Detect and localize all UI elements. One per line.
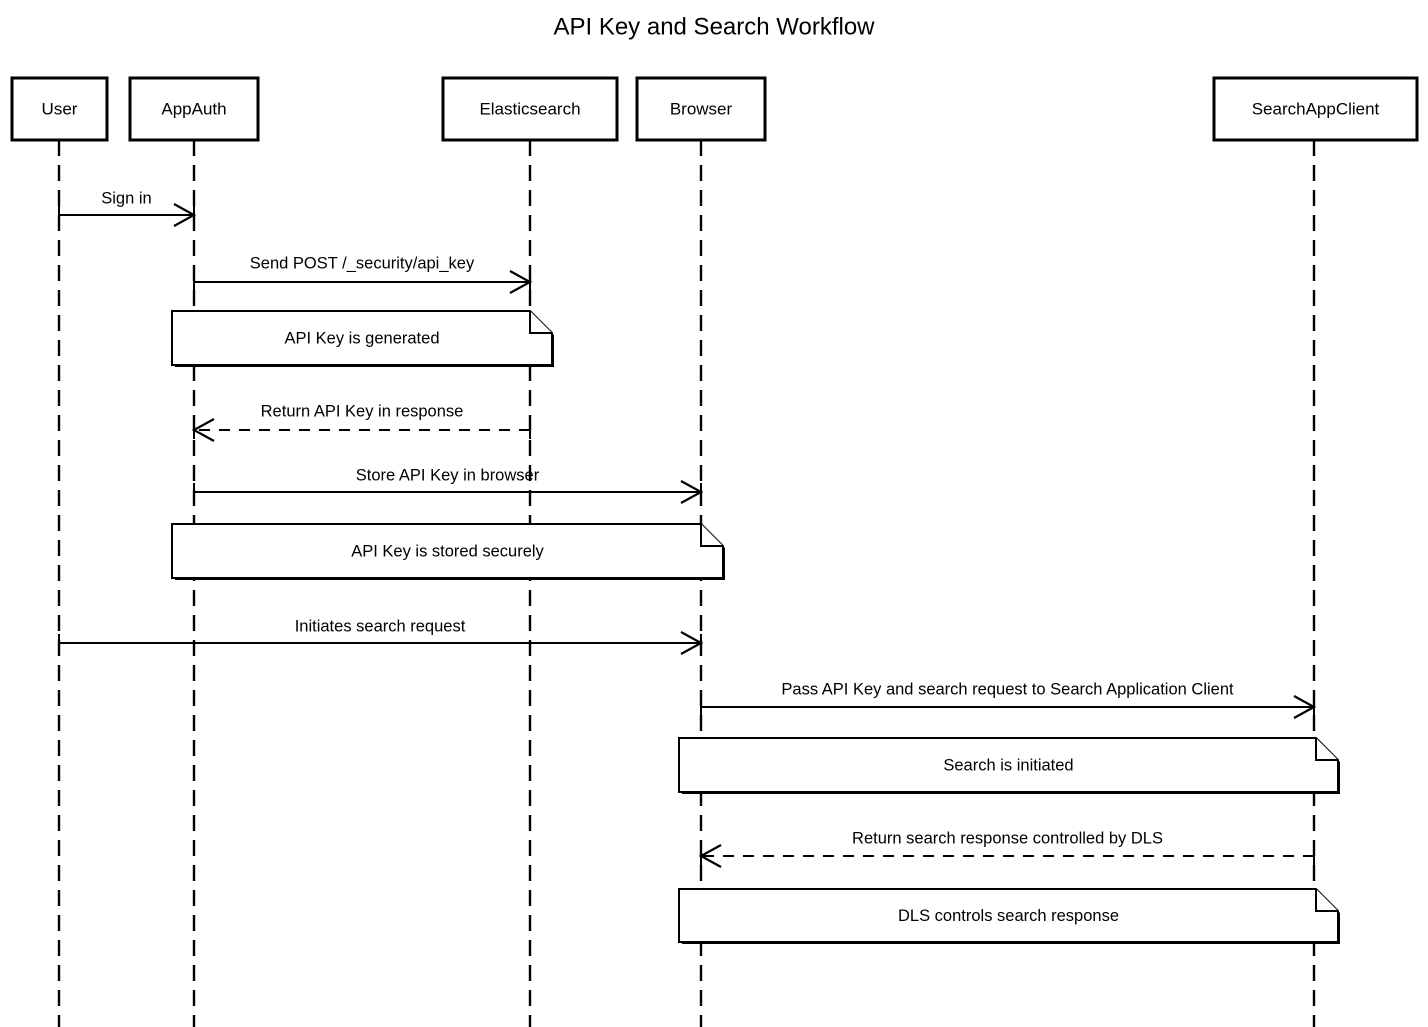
msg-pass-api-key-arrowhead xyxy=(1293,695,1317,719)
msg-return-dls-response: Return search response controlled by DLS xyxy=(698,829,1315,868)
page-title: API Key and Search Workflow xyxy=(553,13,875,40)
note-search-initiated: Search is initiated xyxy=(678,737,1340,794)
participant-box-searchclient xyxy=(1212,76,1419,142)
msg-send-post-api-key-label: Send POST /_security/api_key xyxy=(250,254,475,272)
participant-label-elastic: Elasticsearch xyxy=(479,99,580,118)
msg-send-post-api-key-arrowhead xyxy=(509,270,533,294)
msg-initiates-search: Initiates search request xyxy=(58,617,704,655)
note-dls-controls-fold-icon xyxy=(1315,889,1338,912)
participant-box-browser xyxy=(635,76,767,142)
note-api-key-stored: API Key is stored securely xyxy=(171,523,725,580)
note-search-initiated-label: Search is initiated xyxy=(943,756,1073,774)
participant-box-elastic xyxy=(441,76,619,142)
msg-initiates-search-arrowhead xyxy=(680,631,704,655)
msg-return-dls-response-arrowhead xyxy=(698,844,722,868)
participant-appauth[interactable]: AppAuth xyxy=(128,76,260,142)
note-dls-controls: DLS controls search response xyxy=(678,888,1340,944)
lifelines-layer xyxy=(57,140,1316,1027)
note-api-key-stored-label: API Key is stored securely xyxy=(351,542,544,560)
note-search-initiated-body xyxy=(678,737,1339,793)
participant-searchclient[interactable]: SearchAppClient xyxy=(1212,76,1419,142)
participant-elastic[interactable]: Elasticsearch xyxy=(441,76,619,142)
msg-return-dls-response-label: Return search response controlled by DLS xyxy=(852,829,1163,847)
participant-label-searchclient: SearchAppClient xyxy=(1252,99,1380,118)
participants-layer: User AppAuth Elasticsearch Browser SearchApp… xyxy=(10,76,1419,142)
msg-pass-api-key: Pass API Key and search request to Searc… xyxy=(700,680,1317,719)
participant-box-appauth xyxy=(128,76,260,142)
participant-label-browser: Browser xyxy=(670,99,733,118)
participant-box-user xyxy=(10,76,109,142)
msg-pass-api-key-label: Pass API Key and search request to Searc… xyxy=(781,680,1234,698)
note-api-key-stored-fold-icon xyxy=(700,524,723,547)
note-dls-controls-body xyxy=(678,888,1339,943)
msg-store-api-key-arrowhead xyxy=(680,480,704,504)
note-api-key-stored-body xyxy=(171,523,724,579)
msg-return-api-key: Return API Key in response xyxy=(191,402,531,442)
note-api-key-generated: API Key is generated xyxy=(171,310,554,367)
participant-label-appauth: AppAuth xyxy=(161,99,226,118)
messages-layer: Sign in Send POST /_security/api_keyRetur… xyxy=(58,189,1317,868)
participant-browser[interactable]: Browser xyxy=(635,76,767,142)
participant-label-user: User xyxy=(42,99,78,118)
msg-return-api-key-label: Return API Key in response xyxy=(261,402,464,420)
participant-user[interactable]: User xyxy=(10,76,109,142)
msg-sign-in-arrowhead xyxy=(173,203,197,227)
note-api-key-generated-label: API Key is generated xyxy=(284,329,439,347)
note-dls-controls-label: DLS controls search response xyxy=(898,907,1119,925)
msg-store-api-key: Store API Key in browser xyxy=(193,466,704,504)
msg-sign-in: Sign in xyxy=(58,189,197,227)
note-api-key-generated-body xyxy=(171,310,553,366)
msg-initiates-search-label: Initiates search request xyxy=(295,617,466,635)
msg-return-api-key-arrowhead xyxy=(191,418,215,442)
note-search-initiated-fold-icon xyxy=(1315,738,1338,761)
msg-sign-in-label: Sign in xyxy=(101,189,151,207)
msg-store-api-key-label: Store API Key in browser xyxy=(356,466,540,484)
msg-send-post-api-key: Send POST /_security/api_key xyxy=(193,254,533,294)
note-api-key-generated-fold-icon xyxy=(529,311,552,334)
